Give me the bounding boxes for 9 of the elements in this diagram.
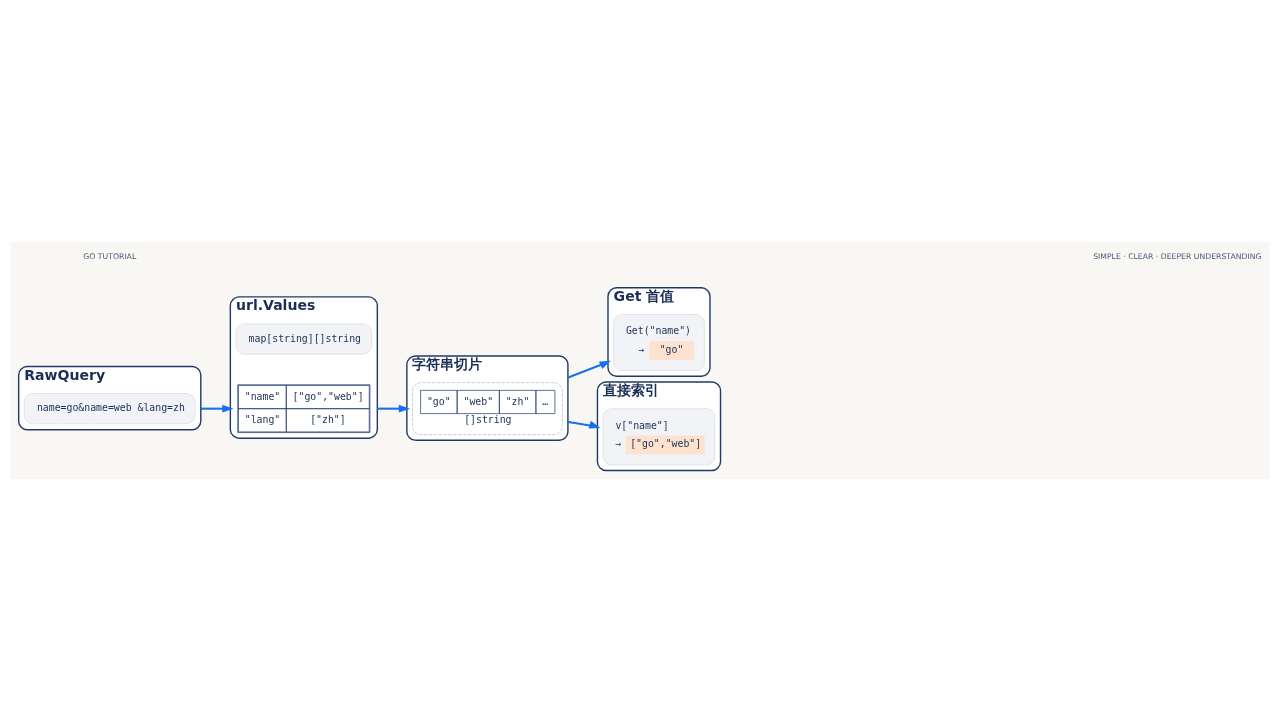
arrow xyxy=(567,360,611,379)
node-box: Get("name") → "go" xyxy=(613,313,705,371)
arrow xyxy=(567,420,601,428)
arrow xyxy=(200,404,234,413)
node-box: v["name"] → ["go","web"] xyxy=(602,407,716,465)
node-box: "go" "web" "zh" … []string xyxy=(412,381,563,435)
node-box: map[string][]string xyxy=(235,323,373,355)
node-box: name=go&name=web &lang=zh xyxy=(23,392,196,424)
arrow xyxy=(377,404,411,413)
